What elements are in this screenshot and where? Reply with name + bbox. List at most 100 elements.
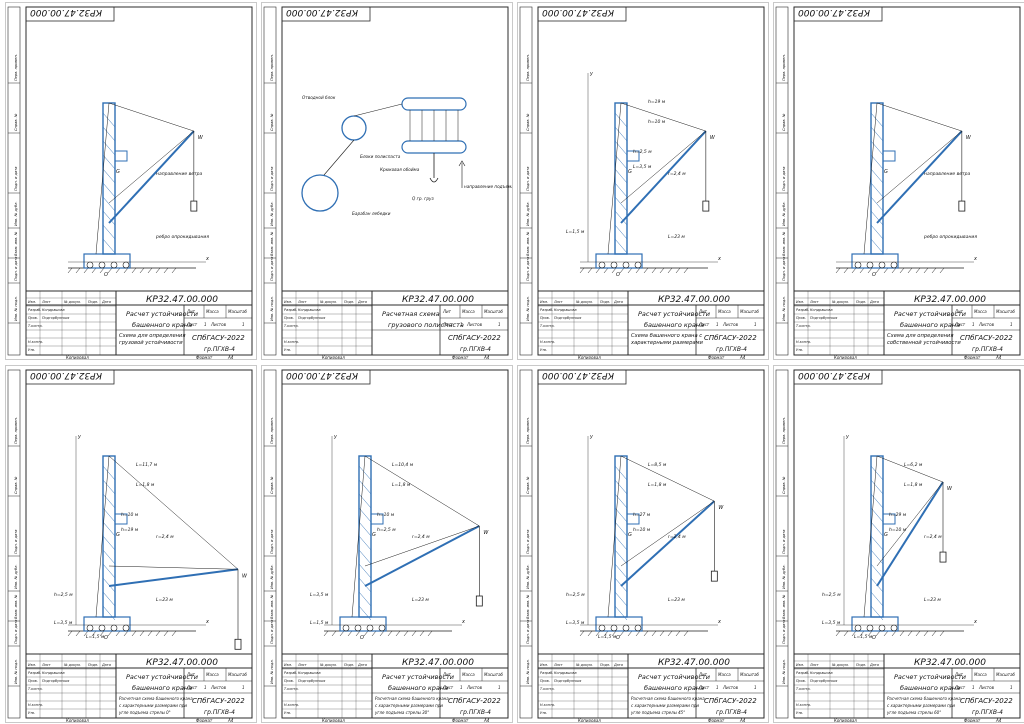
cabin bbox=[114, 150, 128, 162]
crane-boom bbox=[876, 481, 944, 587]
footer-format-value: А4 bbox=[739, 718, 746, 722]
stamp-lit: Лит bbox=[442, 672, 452, 677]
annotation-0: Отводной блок bbox=[302, 95, 336, 100]
title-line-2: башенного крана bbox=[132, 684, 192, 692]
footer-copied: Копировал bbox=[834, 355, 857, 359]
footer-format-value: А4 bbox=[995, 718, 1002, 722]
side-label-5: Подп. и дата bbox=[526, 620, 530, 644]
y-axis-label: y bbox=[333, 434, 338, 440]
side-label-2: Подп. и дата bbox=[14, 167, 18, 191]
stamp-cell-10: Кондрашова bbox=[42, 308, 65, 312]
side-label-5: Подп. и дата bbox=[782, 620, 786, 644]
stamp-cell-8: Н.контр. bbox=[540, 703, 555, 707]
stamp-sheet-no: 1 bbox=[716, 322, 719, 327]
annotation-1: ребро опрокидывания bbox=[923, 234, 977, 240]
desc-line-1: Схема для определения bbox=[119, 333, 186, 339]
stamp-lit: Лит bbox=[698, 309, 708, 314]
stamp-cell-11: Подгорбунских bbox=[42, 316, 70, 320]
title-line-2: башенного крана bbox=[388, 684, 448, 692]
crane-tower bbox=[358, 455, 372, 618]
desc-line-1: Схема для определения bbox=[887, 333, 954, 339]
side-label-5: Подп. и дата bbox=[526, 257, 530, 281]
stamp-cell-10: Кондрашова bbox=[298, 671, 321, 675]
annotation-1: L=23 м bbox=[668, 597, 685, 603]
stamp-scale: Масштаб bbox=[740, 672, 760, 677]
stamp-cell-0: Изм. bbox=[540, 300, 548, 304]
stamp-cell-9: Утв. bbox=[28, 711, 35, 715]
side-label-3: Инв. № дубл. bbox=[14, 564, 18, 589]
stamp-cell-5: Разраб. bbox=[28, 671, 41, 675]
side-label-0: Перв. примен. bbox=[14, 54, 18, 81]
stamp-cell-6: Пров. bbox=[796, 679, 806, 683]
x-axis-label: x bbox=[461, 619, 465, 625]
annotation-4: h=10 м bbox=[121, 512, 139, 518]
side-label-4: Взам. инв. № bbox=[526, 231, 530, 256]
annotation-0: r=2,4 м bbox=[924, 534, 942, 540]
stamp-sheet-no: 1 bbox=[460, 322, 463, 327]
top-code: КР32.47.00.000 bbox=[542, 7, 614, 17]
footer-format: Формат bbox=[196, 355, 213, 359]
stamp-cell-1: Лист bbox=[553, 300, 564, 304]
winch-drum bbox=[301, 174, 339, 212]
sheet-code: КР32.47.00.000 bbox=[402, 658, 474, 668]
stamp-cell-3: Подп. bbox=[344, 663, 354, 667]
stamp-sheets-total: 1 bbox=[754, 322, 757, 327]
top-code: КР32.47.00.000 bbox=[286, 7, 358, 17]
stamp-cell-6: Пров. bbox=[284, 679, 294, 683]
stamp-cell-6: Пров. bbox=[540, 316, 550, 320]
annotation-0: r=2,4 м bbox=[156, 534, 174, 540]
stamp-cell-9: Утв. bbox=[28, 348, 35, 352]
side-label-5: Подп. и дата bbox=[14, 257, 18, 281]
stamp-cell-1: Лист bbox=[297, 663, 308, 667]
gravity-label: G bbox=[884, 169, 888, 175]
stamp-cell-6: Пров. bbox=[540, 679, 550, 683]
crane-boom bbox=[108, 568, 239, 587]
desc-line-2: характерными размерами bbox=[630, 340, 704, 346]
footer-format: Формат bbox=[964, 355, 981, 359]
stamp-cell-5: Разраб. bbox=[796, 308, 809, 312]
stamp-cell-4: Дата bbox=[357, 300, 367, 304]
stamp-cell-6: Пров. bbox=[284, 316, 294, 320]
desc-line-1: Расчетная схема башенного крана bbox=[631, 696, 705, 701]
annotation-4: h=29 м bbox=[889, 512, 907, 518]
annotation-3: L=1,8 м bbox=[392, 482, 411, 488]
stamp-sheet-label: Лист bbox=[954, 322, 966, 327]
y-axis-label: y bbox=[77, 434, 82, 440]
annotation-8: L=1,5 м bbox=[854, 634, 873, 640]
stamp-sheet-label: Лист bbox=[698, 322, 710, 327]
stamp-cell-2: № докум. bbox=[575, 663, 593, 667]
stamp-cell-7: Т.контр. bbox=[540, 324, 555, 328]
annotation-2: h=19 м bbox=[648, 99, 666, 105]
y-axis-label: y bbox=[845, 434, 850, 440]
origin-label: O bbox=[872, 635, 876, 641]
annotation-2: L=6,2 м bbox=[904, 462, 923, 468]
top-code: КР32.47.00.000 bbox=[286, 370, 358, 380]
wind-label: W bbox=[710, 135, 716, 141]
origin-label: O bbox=[360, 635, 364, 641]
stamp-lit: Лит bbox=[186, 672, 196, 677]
org-name: СПбГАСУ-2022 bbox=[448, 697, 501, 705]
wind-label: W bbox=[947, 486, 953, 492]
stamp-cell-2: № докум. bbox=[63, 663, 81, 667]
stamp-mass: Масса bbox=[974, 309, 987, 314]
org-name: СПбГАСУ-2022 bbox=[448, 334, 501, 342]
annotation-7: L=1,5 м bbox=[310, 620, 329, 626]
footer-copied: Копировал bbox=[578, 355, 601, 359]
stamp-cell-7: Т.контр. bbox=[284, 687, 299, 691]
annotation-6: L=3,5 м bbox=[310, 592, 329, 598]
footer-format: Формат bbox=[196, 718, 213, 722]
stamp-lit: Лит bbox=[954, 672, 964, 677]
annotation-2: L=11,7 м bbox=[136, 462, 158, 468]
side-label-0: Перв. примен. bbox=[782, 417, 786, 444]
side-label-4: Взам. инв. № bbox=[14, 231, 18, 256]
stamp-cell-7: Т.контр. bbox=[28, 324, 43, 328]
desc-line-2: с характерными размерами при bbox=[887, 703, 955, 708]
gravity-label: G bbox=[116, 532, 120, 538]
x-axis-label: x bbox=[973, 619, 977, 625]
